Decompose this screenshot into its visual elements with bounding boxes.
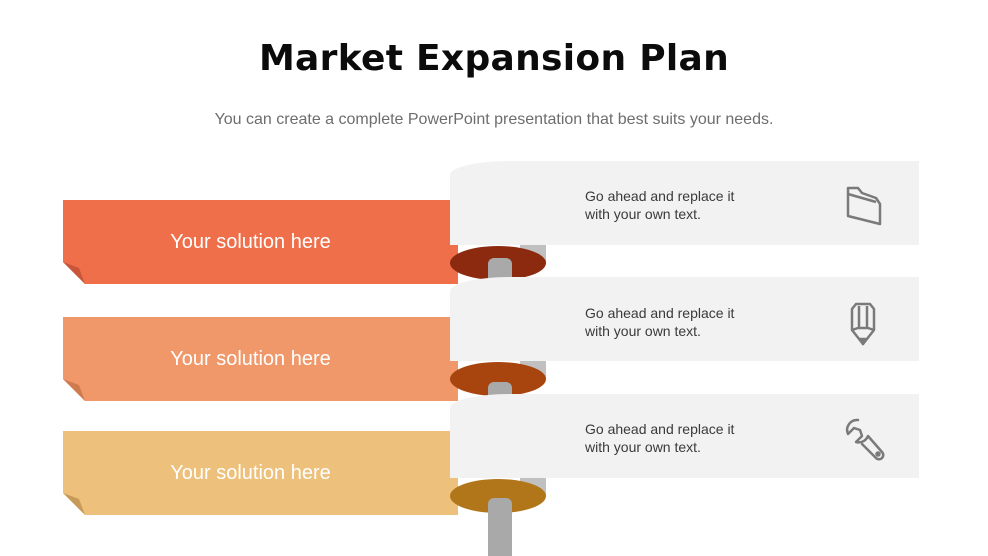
info-panel-3 — [450, 394, 919, 478]
folder-icon — [846, 186, 882, 226]
wrench-icon — [845, 418, 885, 461]
page-fold-icon — [63, 493, 85, 515]
info-text-2: Go ahead and replace it with your own te… — [585, 305, 735, 339]
pencil-icon — [850, 302, 876, 346]
solution-label-2: Your solution here — [170, 347, 331, 370]
page-fold-icon — [63, 379, 85, 401]
rod-3 — [488, 498, 512, 556]
solution-band-1: Your solution here — [63, 200, 458, 284]
rod-1 — [488, 258, 512, 280]
page-fold-icon — [63, 262, 85, 284]
solution-label-1: Your solution here — [170, 230, 331, 253]
solution-band-3: Your solution here — [63, 431, 458, 515]
page-title: Market Expansion Plan — [258, 38, 730, 79]
info-panel-2 — [450, 277, 919, 361]
solution-band-2: Your solution here — [63, 317, 458, 401]
info-text-3: Go ahead and replace it with your own te… — [585, 421, 735, 455]
page-subtitle: You can create a complete PowerPoint pre… — [214, 111, 774, 128]
info-text-1: Go ahead and replace it with your own te… — [585, 188, 735, 222]
info-panel-1 — [450, 161, 919, 245]
solution-label-3: Your solution here — [170, 461, 331, 484]
